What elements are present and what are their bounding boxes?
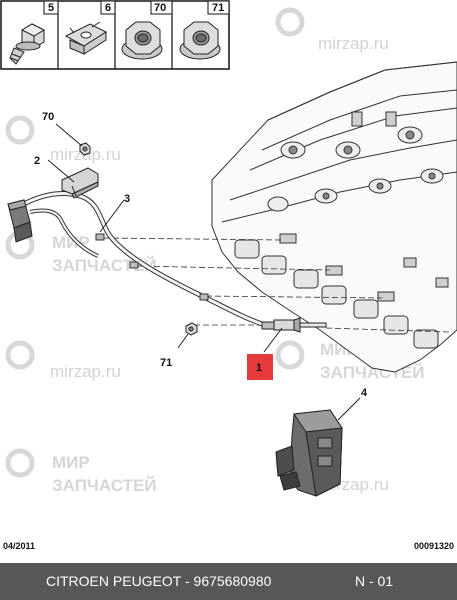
harness-connector — [7, 199, 33, 243]
nut-70 — [79, 142, 91, 156]
footer-bar: CITROEN PEUGEOT - 9675680980 N - 01 — [0, 563, 457, 600]
callout-2: 2 — [34, 155, 40, 167]
parts-bar-label-5: 5 — [48, 2, 54, 14]
clip-nut-icon — [64, 21, 108, 55]
flange-nut-icon — [121, 21, 163, 60]
wiring-harness — [18, 190, 263, 327]
callout-71: 71 — [160, 357, 172, 369]
callout-1[interactable]: 1 — [256, 362, 262, 374]
footer-page: N - 01 — [355, 573, 394, 589]
watermark-site: mirzap.ru — [50, 362, 121, 381]
glow-plug — [261, 317, 327, 333]
callout-3: 3 — [124, 193, 130, 205]
parts-bar: 5 6 70 71 — [0, 0, 230, 70]
bracket — [61, 167, 99, 199]
leader-lines — [103, 237, 451, 333]
callout-leaders — [47, 123, 361, 421]
watermark-site: mirzap.ru — [318, 34, 389, 53]
callout-4: 4 — [361, 387, 368, 399]
footer-brand: CITROEN PEUGEOT - 9675680980 — [46, 573, 272, 589]
parts-bar-label-6: 6 — [105, 2, 111, 14]
watermark-line2: ЗАПЧАСТЕЙ — [52, 256, 157, 275]
highlight-marker[interactable] — [247, 354, 273, 380]
diagram-date: 04/2011 — [3, 541, 36, 551]
control-module — [275, 409, 343, 497]
callout-70: 70 — [42, 111, 54, 123]
diagram-code: 00091320 — [413, 541, 454, 551]
flange-nut-icon — [179, 21, 221, 60]
screw-icon — [9, 23, 46, 65]
parts-bar-label-71: 71 — [212, 2, 224, 14]
watermark-line2: ЗАПЧАСТЕЙ — [52, 476, 157, 495]
watermark-line1: МИР — [52, 453, 90, 472]
parts-bar-label-70: 70 — [154, 2, 166, 14]
nut-71 — [185, 322, 198, 336]
cylinder-head — [211, 61, 457, 373]
